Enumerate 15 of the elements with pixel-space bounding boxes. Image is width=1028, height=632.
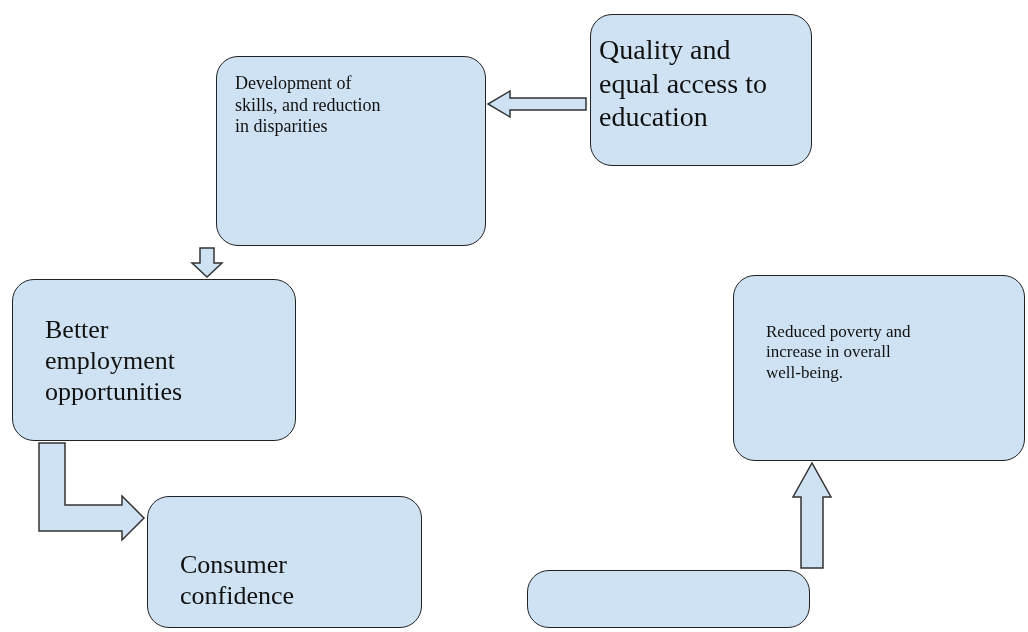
block-arrow	[190, 247, 224, 279]
box-text: Better employment opportunities	[45, 314, 184, 408]
box-text: Development of skills, and reduction in disparities	[235, 73, 382, 138]
process-box	[590, 14, 812, 166]
block-arrow	[38, 442, 146, 542]
block-arrow	[486, 89, 587, 119]
process-box	[216, 56, 486, 246]
process-box	[147, 496, 422, 628]
box-text: Reduced poverty and increase in overall well-being.	[766, 322, 912, 384]
process-box	[12, 279, 296, 441]
process-box	[733, 275, 1025, 461]
box-text: Quality and equal access to education	[599, 33, 768, 134]
block-arrow	[791, 461, 833, 569]
empty-box	[527, 570, 810, 628]
box-text: Consumer confidence	[180, 549, 296, 612]
